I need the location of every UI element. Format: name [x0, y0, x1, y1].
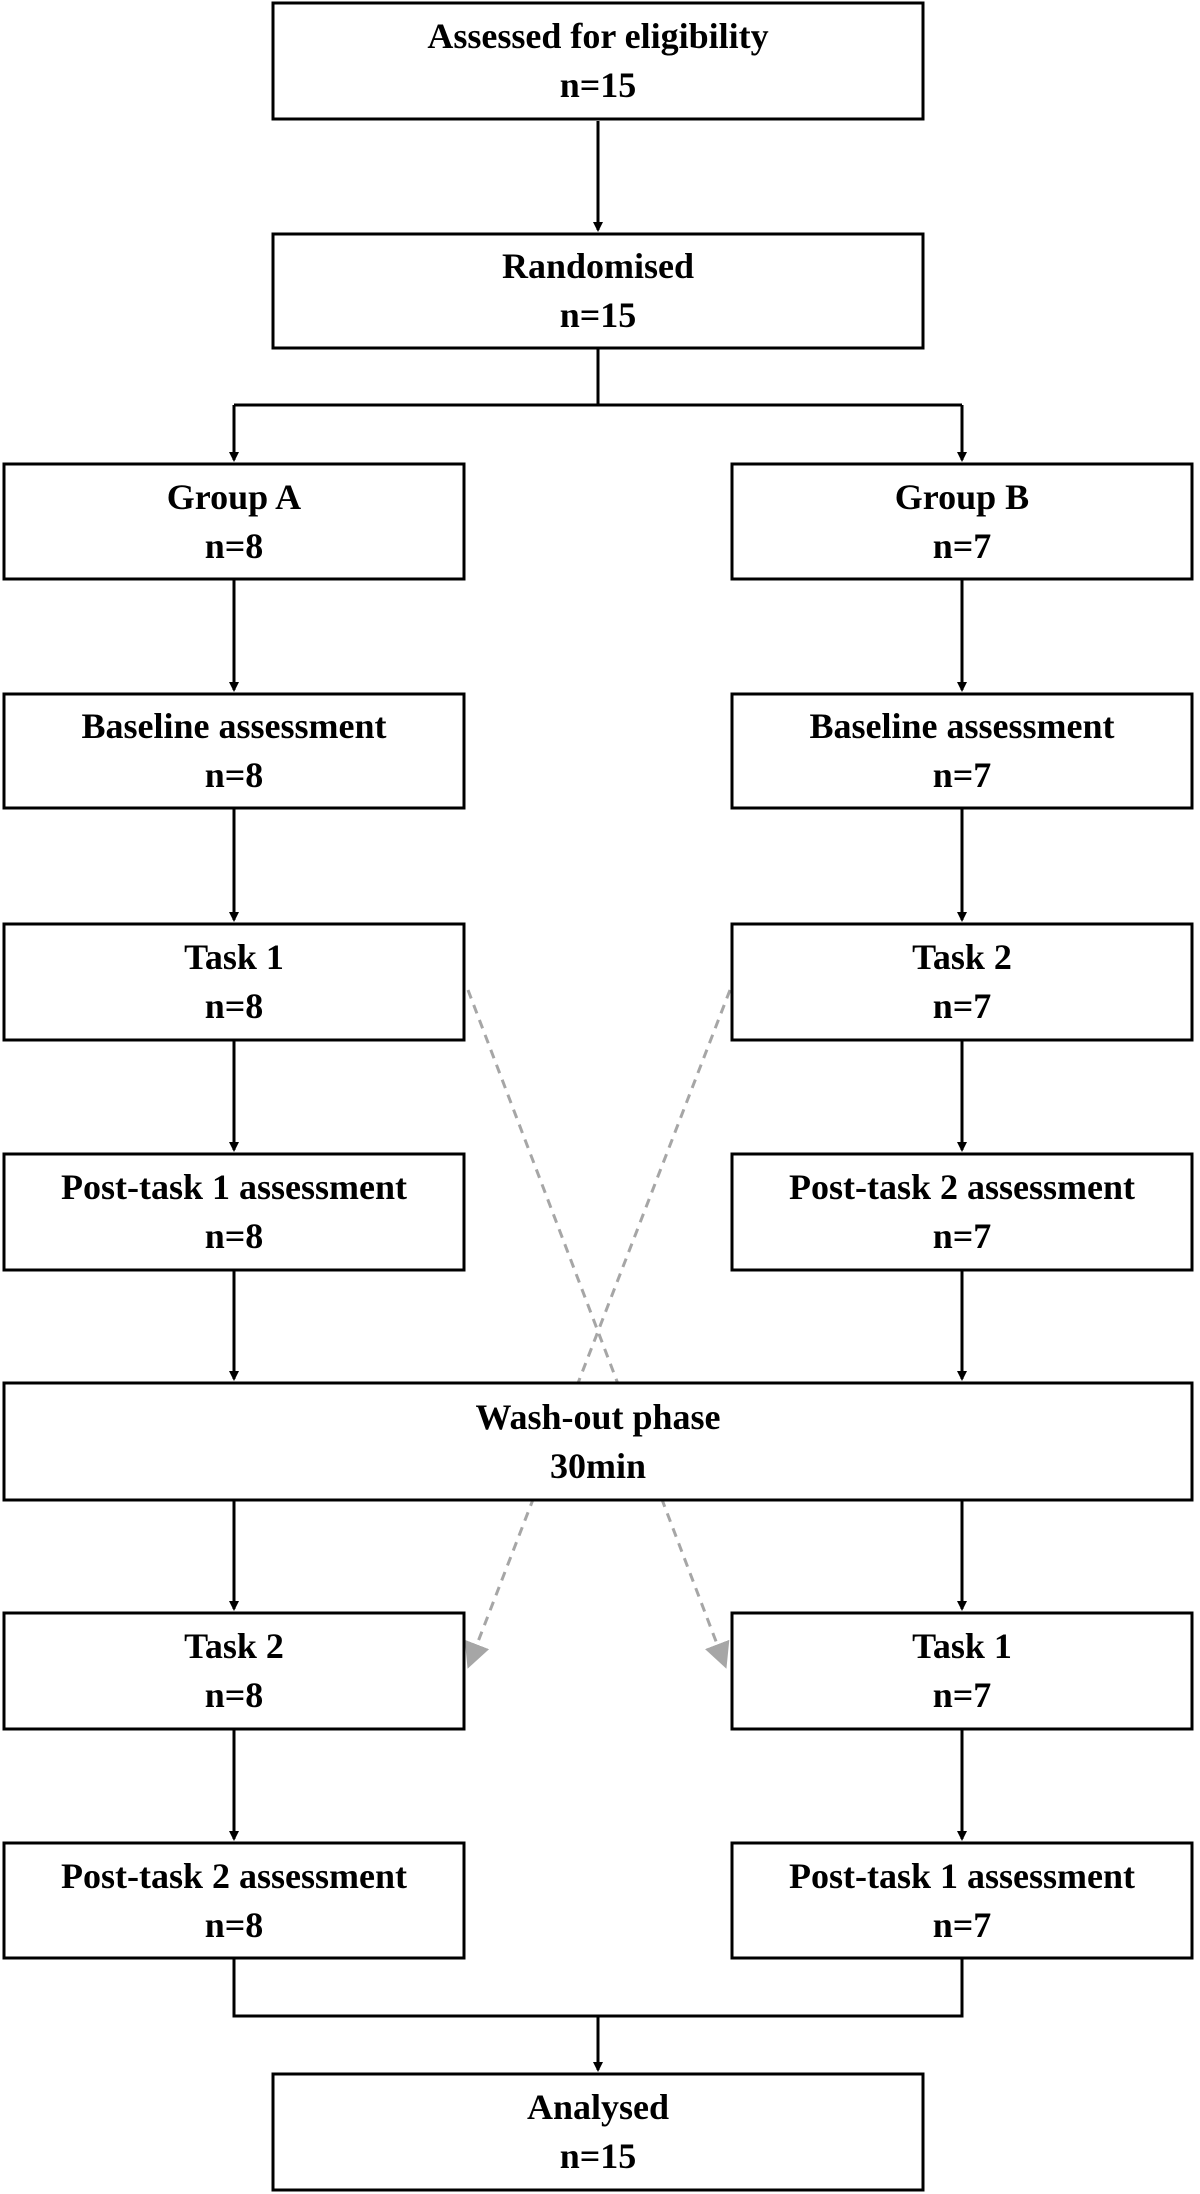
box-group-b: Group B n=7: [730, 462, 1194, 581]
box-post-task2-b-count: n=7: [933, 1216, 992, 1256]
box-post-task1-a-title: Post-task 1 assessment: [61, 1167, 407, 1207]
box-task1-b-title: Task 1: [912, 1626, 1012, 1666]
box-washout-title: Wash-out phase: [475, 1397, 720, 1437]
merge-to-analysed: [232, 1958, 964, 2070]
box-post-task1-b-count: n=7: [933, 1905, 992, 1945]
box-post-task1-a-count: n=8: [205, 1216, 264, 1256]
box-task1-a-title: Task 1: [184, 937, 284, 977]
box-baseline-b-count: n=7: [933, 755, 992, 795]
crossover-task1-line: [466, 989, 730, 1669]
connectors: [229, 121, 967, 2070]
box-task2-b: Task 2 n=7: [730, 922, 1194, 1042]
box-randomised: Randomised n=15: [271, 232, 925, 350]
box-task2-a-count: n=8: [205, 1675, 264, 1715]
box-task1-b: Task 1 n=7: [730, 1611, 1194, 1731]
box-group-b-title: Group B: [895, 477, 1029, 517]
box-task2-a: Task 2 n=8: [2, 1611, 466, 1731]
box-task2-a-title: Task 2: [184, 1626, 284, 1666]
box-post-task2-b: Post-task 2 assessment n=7: [730, 1152, 1194, 1272]
box-randomised-count: n=15: [560, 295, 637, 335]
box-task1-b-count: n=7: [933, 1675, 992, 1715]
box-group-b-count: n=7: [933, 526, 992, 566]
box-post-task2-a: Post-task 2 assessment n=8: [2, 1841, 466, 1960]
box-baseline-b: Baseline assessment n=7: [730, 692, 1194, 810]
box-randomised-title: Randomised: [502, 246, 694, 286]
box-task2-b-count: n=7: [933, 986, 992, 1026]
box-washout: Wash-out phase 30min: [2, 1381, 1194, 1502]
box-post-task1-a: Post-task 1 assessment n=8: [2, 1152, 466, 1272]
box-baseline-a: Baseline assessment n=8: [2, 692, 466, 810]
box-baseline-a-count: n=8: [205, 755, 264, 795]
box-analysed: Analysed n=15: [271, 2072, 925, 2192]
split-randomised-to-groups: [234, 346, 962, 407]
box-analysed-count: n=15: [560, 2136, 637, 2176]
box-group-a-count: n=8: [205, 526, 264, 566]
box-task1-a-count: n=8: [205, 986, 264, 1026]
box-analysed-title: Analysed: [527, 2087, 669, 2127]
box-group-a-title: Group A: [167, 477, 301, 517]
box-baseline-b-title: Baseline assessment: [810, 706, 1115, 746]
box-post-task1-b: Post-task 1 assessment n=7: [730, 1841, 1194, 1960]
box-post-task1-b-title: Post-task 1 assessment: [789, 1856, 1135, 1896]
box-group-a: Group A n=8: [2, 462, 466, 581]
box-post-task2-b-title: Post-task 2 assessment: [789, 1167, 1135, 1207]
box-baseline-a-title: Baseline assessment: [82, 706, 387, 746]
box-post-task2-a-title: Post-task 2 assessment: [61, 1856, 407, 1896]
box-assessed-count: n=15: [560, 65, 637, 105]
box-post-task2-a-count: n=8: [205, 1905, 264, 1945]
box-assessed: Assessed for eligibility n=15: [271, 1, 925, 121]
box-task2-b-title: Task 2: [912, 937, 1012, 977]
box-assessed-title: Assessed for eligibility: [427, 16, 768, 56]
crossover-task2-line: [464, 989, 732, 1669]
box-task1-a: Task 1 n=8: [2, 922, 466, 1042]
box-washout-duration: 30min: [550, 1446, 646, 1486]
